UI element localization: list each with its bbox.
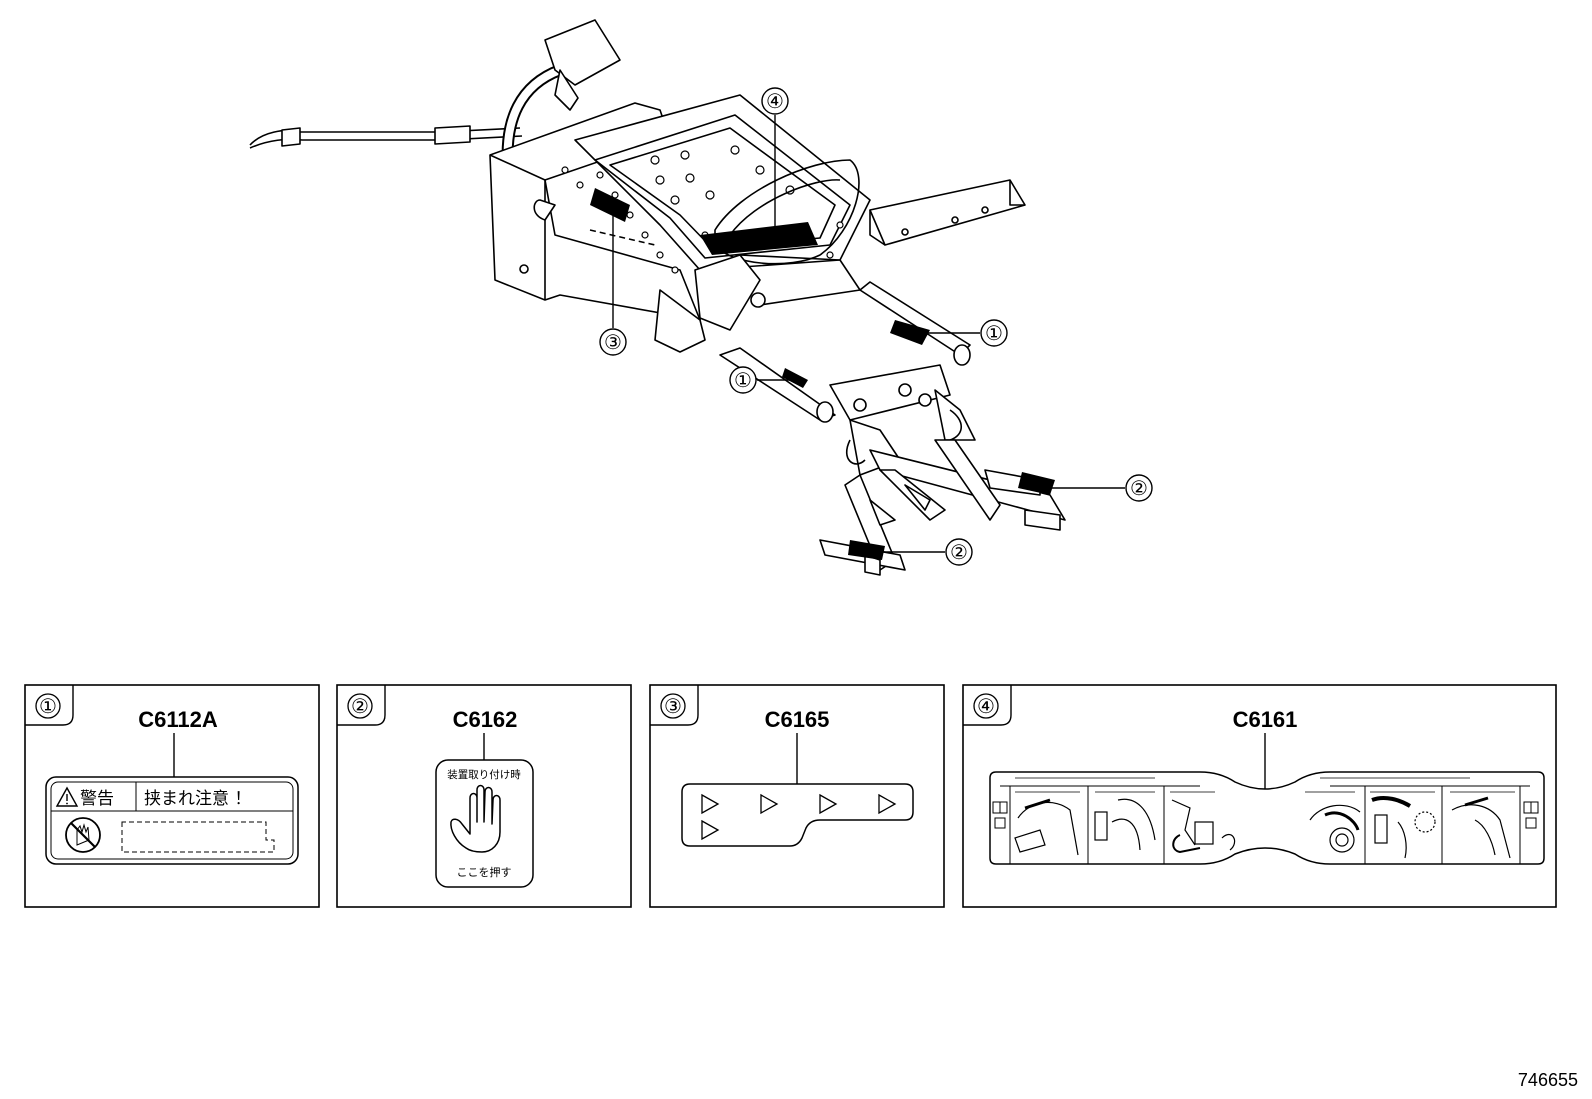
panel-3-code: C6165 — [765, 707, 830, 732]
manual-book-icon — [992, 801, 1008, 829]
arrow-icon — [819, 793, 838, 815]
label-patch-2a — [1018, 472, 1055, 495]
instruction-sticker — [989, 771, 1545, 865]
callout-1-upper: ① — [980, 319, 1008, 347]
svg-text:③: ③ — [604, 332, 622, 354]
arrow-icon — [878, 793, 897, 815]
warning-triangle-icon — [55, 786, 79, 807]
arrow-icon — [760, 793, 779, 815]
panel-1-number: ① — [39, 696, 57, 718]
callout-2-lower: ② — [945, 538, 973, 566]
panel-2-number: ② — [351, 696, 369, 718]
seat-base-assembly — [249, 19, 1066, 576]
leader-lines — [612, 115, 1125, 553]
hand-icon — [450, 784, 501, 853]
sticker-top-text: 装置取り付け時 — [447, 768, 521, 781]
label-patch-1a — [890, 320, 930, 345]
label-patch-2b — [848, 540, 885, 560]
svg-text:④: ④ — [766, 91, 784, 113]
arrow-icon — [701, 819, 720, 841]
warning-title: 警告 — [80, 789, 114, 809]
svg-text:①: ① — [734, 370, 752, 392]
label-patch-4 — [700, 222, 818, 255]
step-illustrations — [1014, 795, 1511, 859]
panel-2: ② C6162 装置取り付け時 ここを押す — [336, 684, 632, 908]
svg-text:②: ② — [950, 542, 968, 564]
svg-text:②: ② — [1130, 478, 1148, 500]
caution-sticker: 警告 挟まれ注意 ！ — [45, 776, 299, 865]
panel-3-number: ③ — [664, 696, 682, 718]
callout-2-upper: ② — [1125, 474, 1153, 502]
push-here-sticker: 装置取り付け時 ここを押す — [435, 759, 534, 888]
callout-3: ③ — [599, 328, 627, 356]
no-hand-icon — [65, 817, 101, 853]
warning-text: 挟まれ注意 ！ — [144, 789, 251, 809]
label-patch-1b — [782, 368, 808, 388]
panel-4-number: ④ — [977, 696, 995, 718]
panel-3: ③ C6165 — [649, 684, 945, 908]
svg-text:①: ① — [985, 323, 1003, 345]
label-patch-3 — [590, 188, 630, 222]
label-patches — [590, 188, 1055, 560]
panel-1-code: C6112A — [138, 707, 218, 732]
arrow-sticker — [681, 783, 914, 847]
panel-4: ④ C6161 — [962, 684, 1557, 908]
sticker-bottom-text: ここを押す — [457, 865, 512, 879]
panel-4-code: C6161 — [1233, 707, 1298, 732]
panel-1: ① C6112A 警告 挟まれ注意 ！ — [24, 684, 320, 908]
diagram-id: 746655 — [1517, 1070, 1578, 1090]
panel-2-code: C6162 — [453, 707, 518, 732]
manual-book-icon — [1523, 801, 1539, 829]
callout-1-lower: ① — [729, 366, 757, 394]
arrow-icon — [701, 793, 720, 815]
arrow-icons — [701, 793, 897, 841]
callout-4: ④ — [761, 87, 789, 115]
